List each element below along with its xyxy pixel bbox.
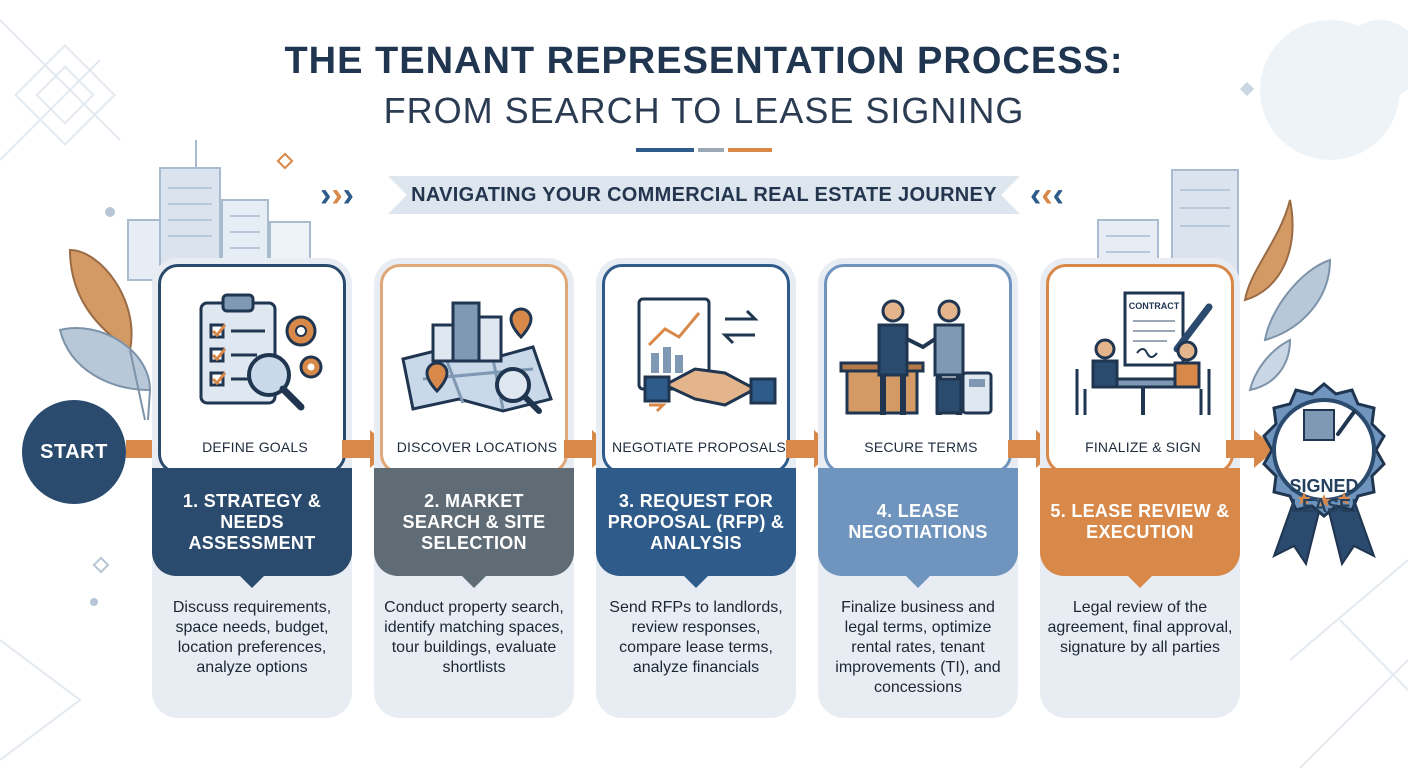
arrow-5-badge xyxy=(1226,430,1276,468)
step-4-heading-box: 4. LEASE NEGOTIATIONS xyxy=(818,468,1018,576)
right-leaves-icon xyxy=(1243,199,1332,392)
step-card-3: NEGOTIATE PROPOSALS 3. REQUEST FOR PROPO… xyxy=(596,258,796,718)
step-card-2: DISCOVER LOCATIONS 2. MARKET SEARCH & SI… xyxy=(374,258,574,718)
step-1-label: DEFINE GOALS xyxy=(202,439,308,455)
step-1-heading: 1. STRATEGY & NEEDS ASSESSMENT xyxy=(182,490,322,553)
badge-line-1: SIGNED xyxy=(1289,476,1359,496)
left-leaves-icon xyxy=(58,248,152,421)
business-handshake-icon xyxy=(839,299,993,415)
page-subtitle: FROM SEARCH TO LEASE SIGNING xyxy=(383,90,1025,131)
city-map-pin-icon xyxy=(401,301,553,414)
step-5-heading-box: 5. LEASE REVIEW & EXECUTION xyxy=(1040,468,1240,576)
step-3-description: Send RFPs to landlords, review responses… xyxy=(609,599,783,676)
step-card-5: CONTRACT FINALIZE & SIGN 5. LEASE REVIEW… xyxy=(1040,258,1240,718)
title-rule-gray xyxy=(698,148,724,152)
step-5-heading: 5. LEASE REVIEW & EXECUTION xyxy=(1050,501,1230,542)
banner-text: NAVIGATING YOUR COMMERCIAL REAL ESTATE J… xyxy=(411,183,997,206)
step-3-label: NEGOTIATE PROPOSALS xyxy=(612,439,786,455)
step-card-1: DEFINE GOALS 1. STRATEGY & NEEDS ASSESSM… xyxy=(152,258,352,718)
step-2-label: DISCOVER LOCATIONS xyxy=(396,439,558,455)
step-1-heading-box: 1. STRATEGY & NEEDS ASSESSMENT xyxy=(152,468,352,576)
signed-lease-text: SIGNED LEASE! xyxy=(1262,476,1386,516)
start-circle: START xyxy=(22,400,126,504)
step-2-description: Conduct property search, identify matchi… xyxy=(384,599,564,676)
step-3-heading-box: 3. REQUEST FOR PROPOSAL (RFP) & ANALYSIS xyxy=(596,468,796,576)
step-card-4: SECURE TERMS 4. LEASE NEGOTIATIONS Final… xyxy=(818,258,1018,718)
journey-banner: NAVIGATING YOUR COMMERCIAL REAL ESTATE J… xyxy=(388,176,1020,214)
step-4-heading: 4. LEASE NEGOTIATIONS xyxy=(848,501,988,542)
clipboard-magnifier-gears-icon xyxy=(199,293,323,411)
step-5-description: Legal review of the agreement, final app… xyxy=(1047,599,1233,656)
title-rule-blue xyxy=(636,148,694,152)
title-rule-orange xyxy=(728,148,772,152)
step-5-label: FINALIZE & SIGN xyxy=(1085,439,1201,455)
start-label: START xyxy=(40,440,108,463)
handshake-document-icon xyxy=(637,297,777,413)
step-2-heading-box: 2. MARKET SEARCH & SITE SELECTION xyxy=(374,468,574,576)
banner-chevron-left-icon: ››› xyxy=(320,176,354,214)
step-1-description: Discuss requirements, space needs, budge… xyxy=(172,599,332,676)
step-3-heading: 3. REQUEST FOR PROPOSAL (RFP) & ANALYSIS xyxy=(607,490,785,553)
badge-line-2: LEASE! xyxy=(1290,496,1357,516)
step-2-heading: 2. MARKET SEARCH & SITE SELECTION xyxy=(402,490,546,553)
contract-signing-icon: CONTRACT xyxy=(1075,291,1213,415)
step-4-label: SECURE TERMS xyxy=(864,439,978,455)
signed-lease-badge-icon xyxy=(1262,382,1386,567)
banner-chevron-right-icon: ‹‹‹ xyxy=(1030,176,1064,214)
step-4-description: Finalize business and legal terms, optim… xyxy=(835,599,1001,696)
page-title: THE TENANT REPRESENTATION PROCESS: xyxy=(284,40,1124,82)
contract-word: CONTRACT xyxy=(1129,301,1180,311)
